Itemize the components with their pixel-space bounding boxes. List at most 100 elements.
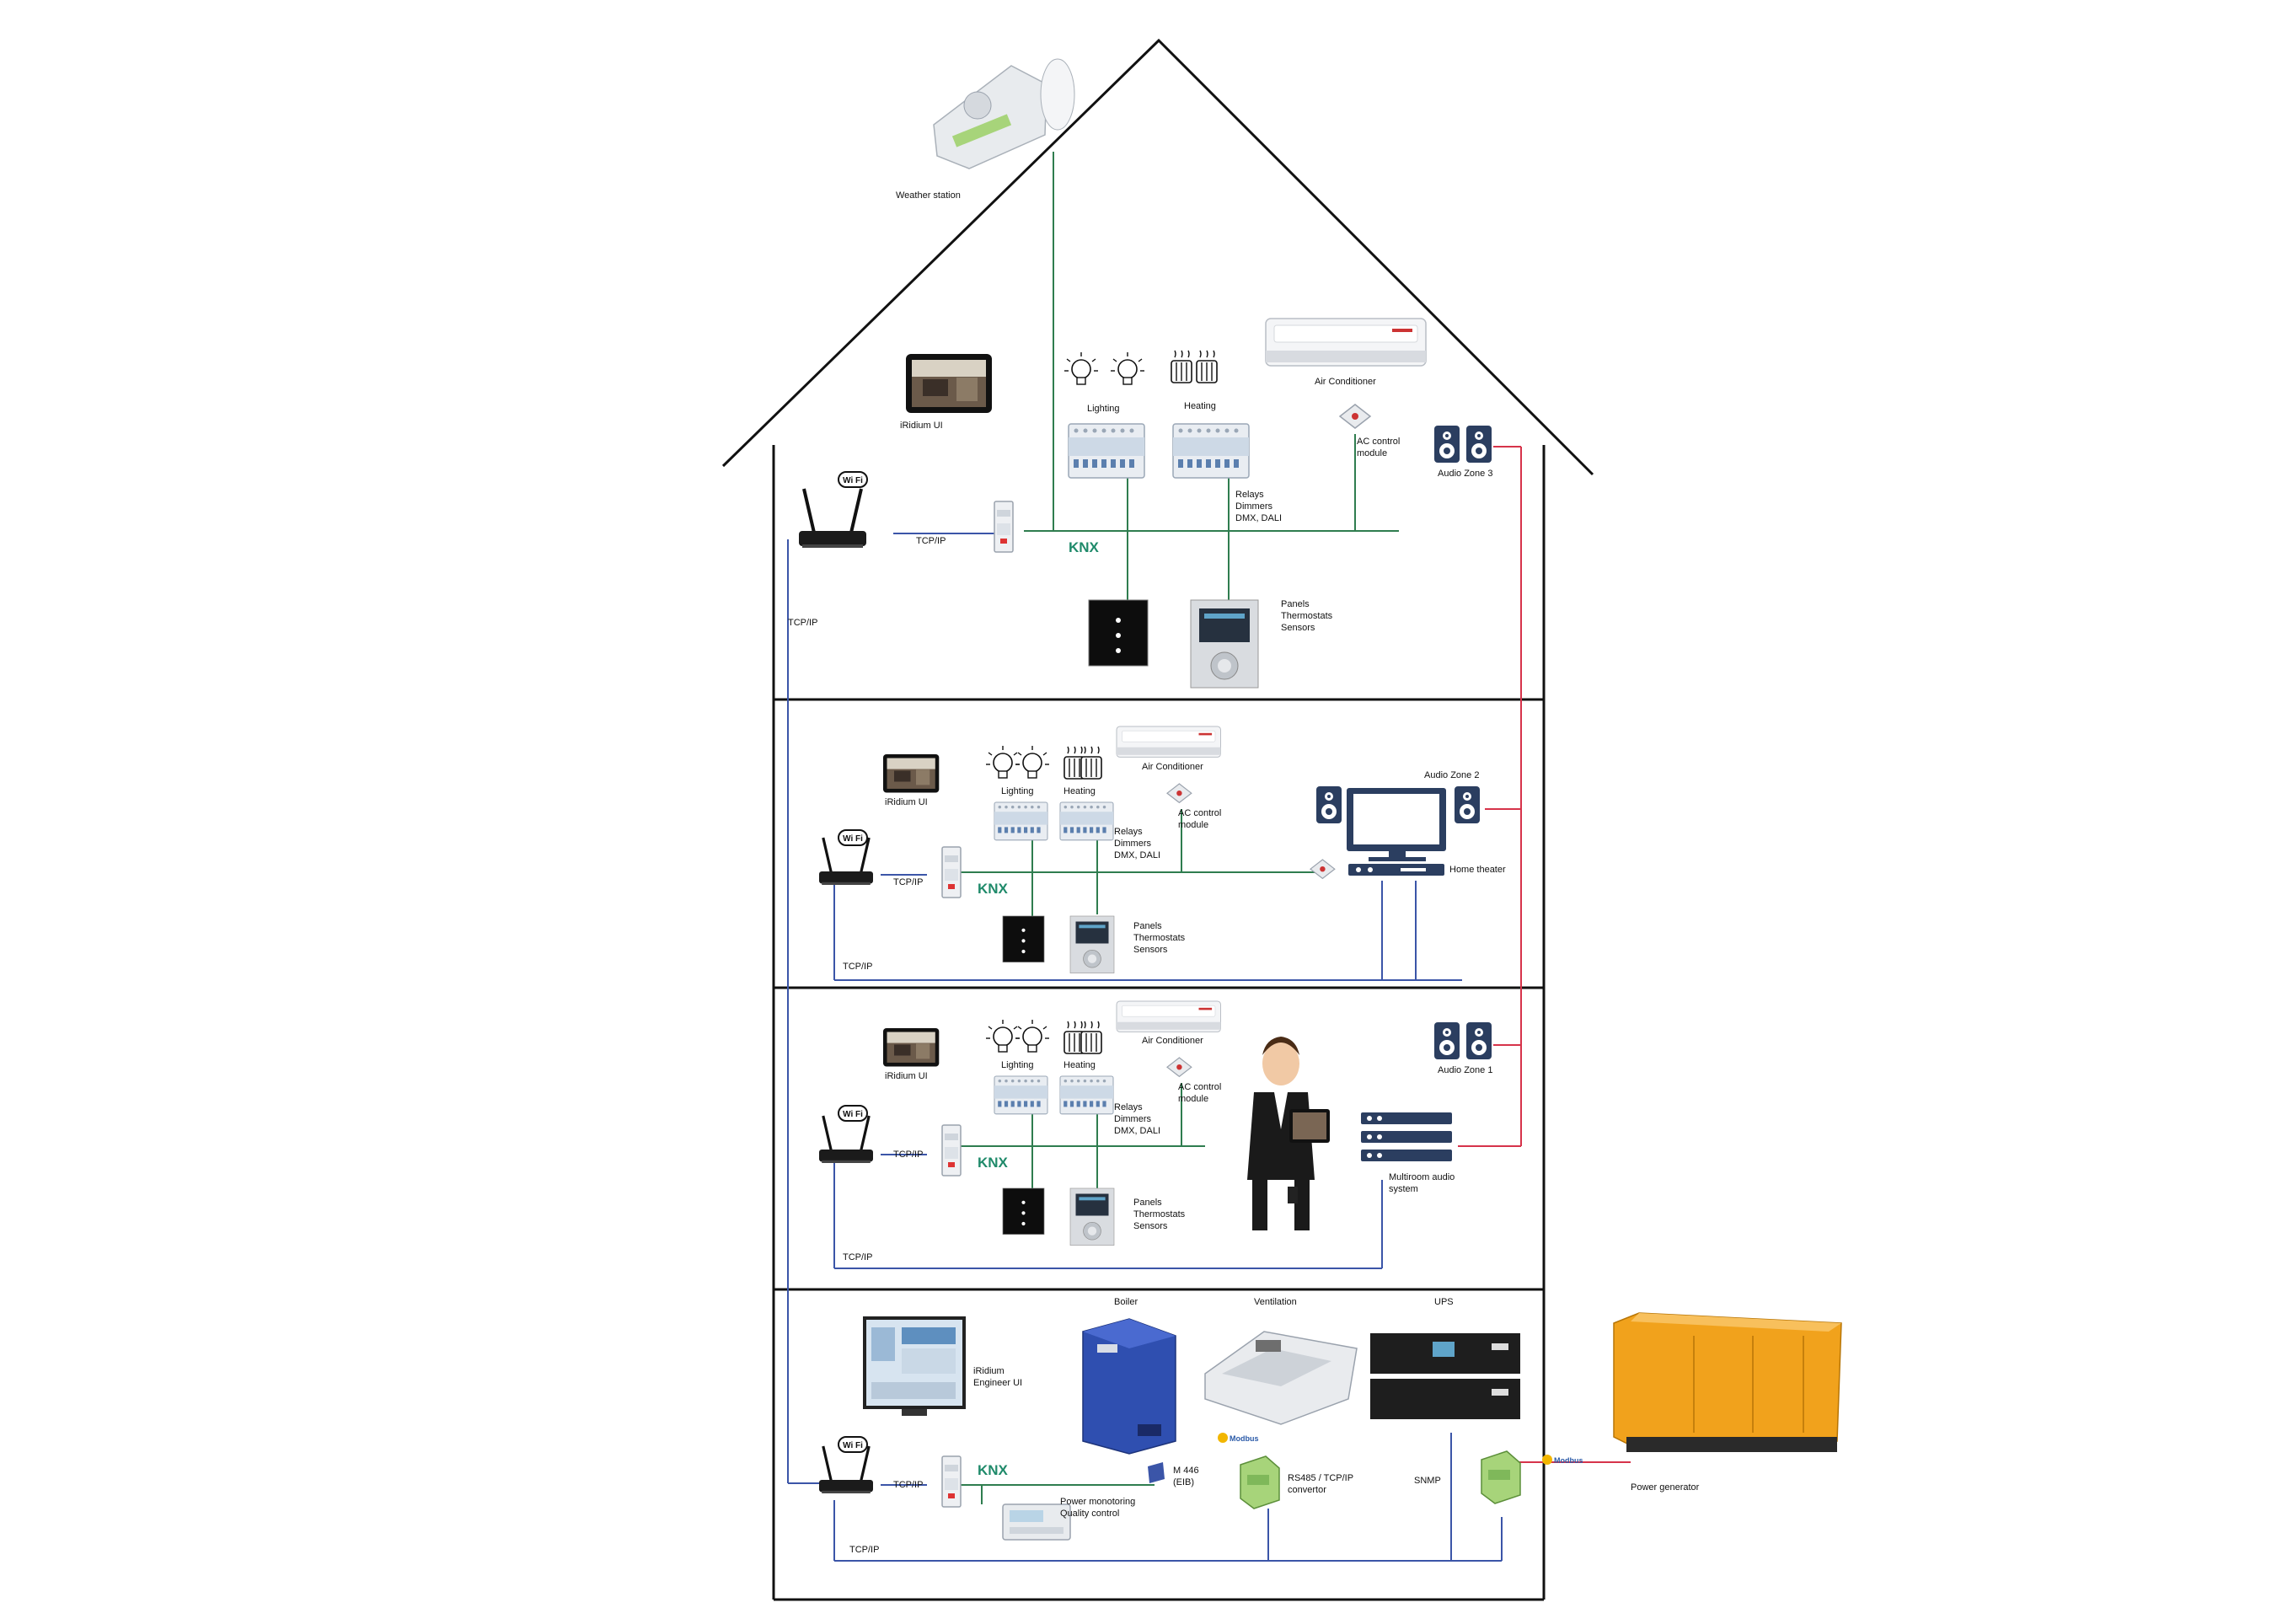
lighting-bulb-icon	[1015, 1019, 1050, 1053]
lighting-label: Lighting	[1087, 404, 1120, 414]
relays-label: Relays Dimmers DMX, DALI	[1114, 1102, 1160, 1136]
air-conditioner-icon	[1265, 318, 1427, 367]
tcp-ip-label: TCP/IP	[893, 1480, 923, 1490]
speaker-icon	[1455, 786, 1480, 823]
tv-icon	[1347, 788, 1446, 876]
iridium-tablet-icon[interactable]	[883, 754, 940, 793]
thermostat-panel-icon	[1069, 915, 1115, 973]
engineer-monitor-icon[interactable]	[863, 1316, 966, 1416]
heating-radiator-icon	[1080, 746, 1102, 780]
power-meter-icon	[1002, 1503, 1071, 1541]
wifi-badge-icon	[838, 1436, 868, 1453]
air-conditioner-label: Air Conditioner	[1142, 1036, 1203, 1046]
weather-station	[933, 58, 1075, 169]
heating-label: Heating	[1063, 786, 1096, 796]
knx-logo: KNX	[1069, 539, 1100, 555]
ups-icon	[1370, 1333, 1520, 1419]
eib-module-icon	[1148, 1462, 1165, 1483]
tcp-ip-label: TCP/IP	[843, 962, 872, 972]
lighting-label: Lighting	[1001, 786, 1034, 796]
air-conditioner-label: Air Conditioner	[1315, 377, 1376, 387]
tcp-ip-label: TCP/IP	[916, 536, 946, 546]
power-generator-label: Power generator	[1631, 1482, 1700, 1493]
lighting-bulb-icon	[1015, 745, 1050, 779]
multiroom-label: Multiroom audio system	[1389, 1172, 1457, 1194]
lighting-label: Lighting	[1001, 1060, 1034, 1070]
wifi-router-icon	[797, 487, 868, 549]
panels-label: Panels Thermostats Sensors	[1133, 921, 1187, 955]
speaker-icon	[1434, 1022, 1460, 1059]
relays-label: Relays Dimmers DMX, DALI	[1114, 827, 1160, 860]
iridium-ui-label-f3: iRidium UI	[885, 1071, 928, 1081]
knx-logo: KNX	[978, 1155, 1009, 1171]
heating-radiator-icon	[1080, 1021, 1102, 1054]
relay-module-icon	[1059, 1075, 1114, 1115]
tcp-ip-label: TCP/IP	[893, 877, 923, 887]
knx-ip-gateway-icon	[994, 501, 1014, 553]
home-theater-label: Home theater	[1449, 865, 1506, 875]
ventilation-label: Ventilation	[1254, 1297, 1297, 1307]
relay-module-icon	[994, 1075, 1048, 1115]
modbus-badge-icon	[1542, 1455, 1583, 1465]
panels-label: Panels Thermostats Sensors	[1133, 1198, 1187, 1231]
black-switch-panel-icon	[1002, 1187, 1045, 1235]
black-switch-panel-icon	[1002, 915, 1045, 962]
wifi-badge-icon	[838, 829, 868, 846]
power-generator-icon	[1613, 1312, 1842, 1452]
audio-zone-1-label: Audio Zone 1	[1438, 1065, 1492, 1075]
iridium-ui-label-f2: iRidium UI	[885, 797, 928, 807]
relay-module-icon	[994, 801, 1048, 841]
knx-logo: KNX	[978, 881, 1009, 897]
lighting-bulb-icon	[1110, 351, 1145, 385]
knx-ip-gateway-icon	[941, 1124, 962, 1176]
speaker-icon	[1434, 426, 1460, 463]
audio-zone-3-label: Audio Zone 3	[1438, 469, 1492, 479]
ac-control-module-icon	[1310, 859, 1336, 880]
iridium-tablet-icon[interactable]	[883, 1028, 940, 1067]
tcp-ip-label: TCP/IP	[849, 1545, 879, 1555]
knx-ip-gateway-icon	[941, 1455, 962, 1508]
ac-control-module-icon	[1166, 1057, 1192, 1078]
iridium-ui-label-f1: iRidium UI	[900, 421, 943, 431]
ac-control-module-icon	[1339, 404, 1371, 429]
tcp-ip-label: TCP/IP	[788, 618, 817, 628]
snmp-label: SNMP	[1414, 1476, 1441, 1486]
speaker-icon	[1466, 426, 1492, 463]
iridium-tablet-icon[interactable]	[906, 354, 992, 413]
wifi-badge-icon	[838, 1105, 868, 1122]
air-conditioner-label: Air Conditioner	[1142, 762, 1203, 772]
ventilation-icon	[1204, 1331, 1358, 1425]
panels-label: Panels Thermostats Sensors	[1281, 599, 1335, 633]
thermostat-panel-icon	[1069, 1187, 1115, 1246]
wifi-router-icon	[817, 1444, 875, 1495]
black-switch-panel-icon	[1088, 599, 1149, 667]
multiroom-audio-icon	[1361, 1112, 1452, 1161]
heating-label: Heating	[1184, 401, 1216, 411]
heating-radiator-icon	[1196, 350, 1218, 383]
thermostat-panel-icon	[1190, 599, 1259, 689]
ac-control-label: AC control module	[1357, 437, 1402, 458]
ac-control-module-icon	[1166, 783, 1192, 804]
speaker-icon	[1316, 786, 1342, 823]
wifi-router-icon	[817, 1114, 875, 1165]
boiler-label: Boiler	[1114, 1297, 1138, 1307]
knx-wiring	[961, 152, 1399, 1504]
audio-zone-2-label: Audio Zone 2	[1424, 770, 1479, 780]
relay-module-icon	[1059, 801, 1114, 841]
iridium-engineer-label: iRidium Engineer UI	[973, 1366, 1022, 1388]
snmp-converter-icon	[1481, 1450, 1521, 1504]
air-conditioner-icon	[1116, 1000, 1221, 1032]
m446-label: M 446 (EIB)	[1173, 1466, 1202, 1487]
weather-station-label: Weather station	[896, 190, 961, 201]
knx-logo: KNX	[978, 1462, 1009, 1478]
relay-module-icon	[1068, 423, 1145, 479]
knx-ip-gateway-icon	[941, 846, 962, 898]
ac-control-label: AC control module	[1178, 1082, 1224, 1104]
ip-wiring	[787, 533, 1503, 1562]
wifi-badge-icon	[838, 471, 868, 488]
lighting-bulb-icon	[985, 1019, 1021, 1053]
lighting-bulb-icon	[985, 745, 1021, 779]
lighting-bulb-icon	[1063, 351, 1099, 385]
heating-label: Heating	[1063, 1060, 1096, 1070]
